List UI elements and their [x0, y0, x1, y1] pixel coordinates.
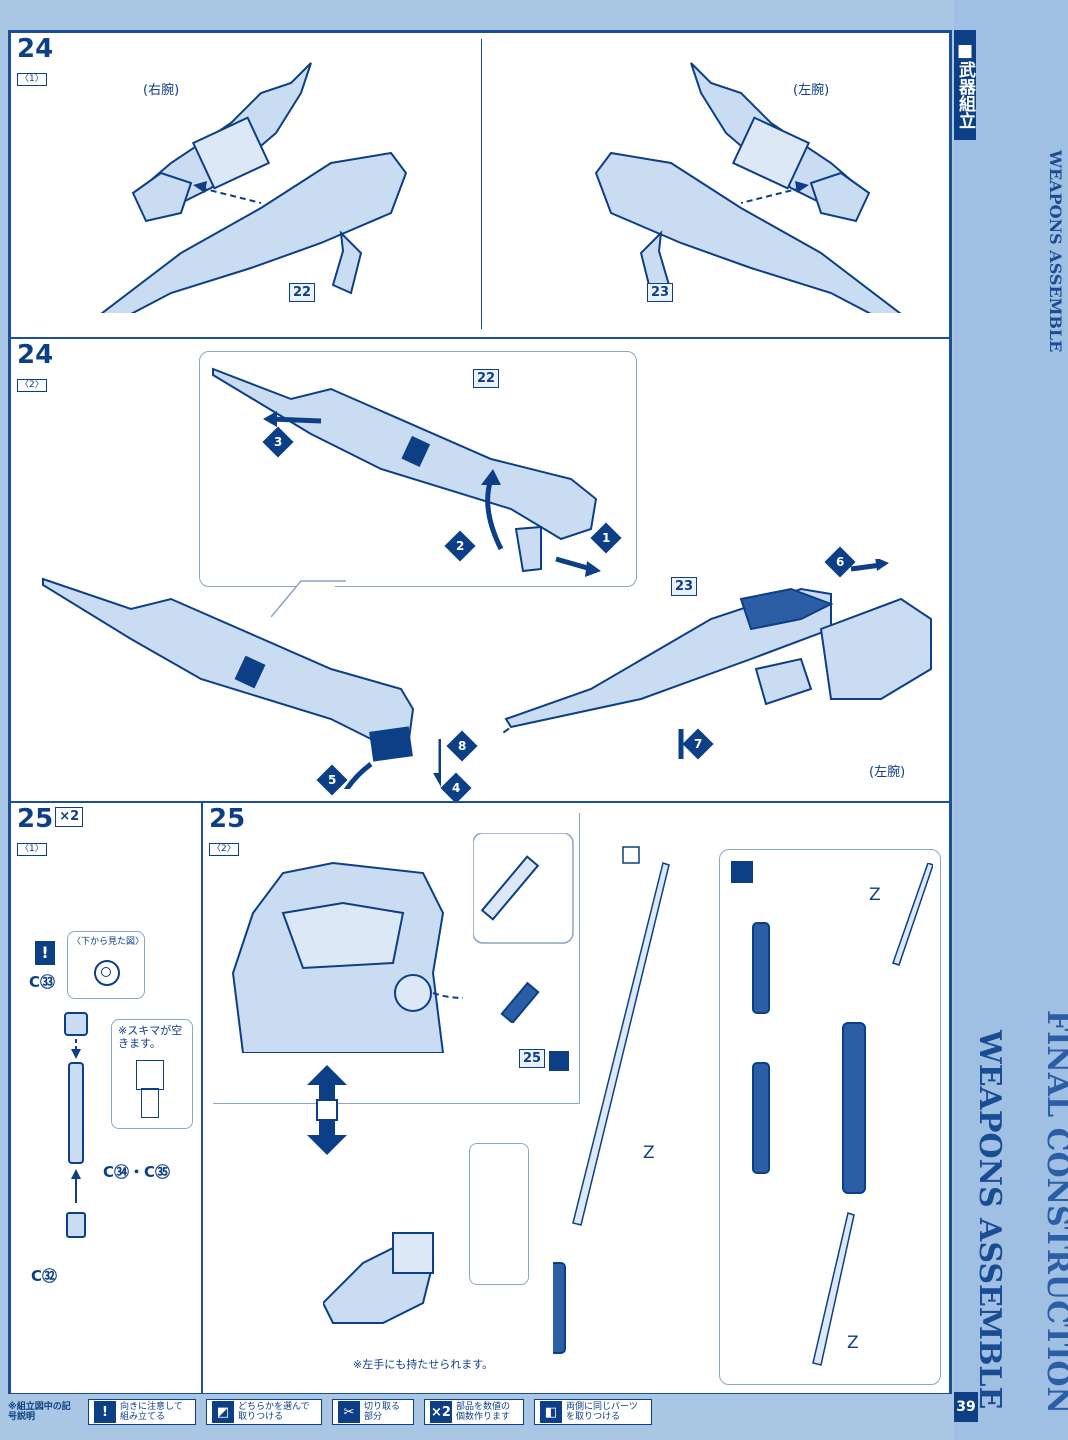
z-label-1: Z: [643, 1143, 655, 1163]
part-22-label: 22: [473, 369, 500, 388]
multiply-icon: ×2: [430, 1401, 452, 1423]
saber-option-illustration: [752, 863, 933, 1366]
callout-pointer: [271, 580, 346, 618]
choose-one-icon: ◩: [212, 1401, 234, 1423]
step-number: 25×2 〈1〉: [17, 806, 84, 856]
ref-25-label: 25: [519, 1049, 546, 1068]
order-8-badge: 8: [446, 730, 478, 762]
section-tab: ■武器組立: [954, 30, 976, 140]
instruction-page: 24 〈1〉 (右腕) (左腕) 22: [8, 30, 952, 1394]
step-number: 24 〈2〉: [17, 340, 54, 392]
saber-option-callout: [719, 849, 941, 1385]
choose-one-icon: [731, 861, 753, 883]
left-hand-note: ※左手にも持たせられます。: [353, 1358, 494, 1371]
weapons-assemble-large: WEAPONS ASSEMBLE: [972, 1030, 1007, 1410]
step-24-1-panel: 24 〈1〉 (右腕) (左腕) 22: [10, 32, 950, 338]
part-23-label: 23: [671, 577, 698, 596]
page-number: 39: [954, 1392, 978, 1422]
rifle-22-detail-illustration: [212, 367, 601, 577]
step-number: 25 〈2〉: [209, 804, 246, 856]
part-c34-c35-label: C㉞・C㉟: [103, 1163, 171, 1181]
part-22-label: 22: [289, 283, 316, 302]
left-arm-label: (左腕): [793, 83, 830, 98]
both-sides-icon: [549, 1051, 569, 1071]
final-construction-title: FINAL CONSTRUCTION: [1040, 1010, 1068, 1414]
caution-icon: !: [35, 941, 55, 965]
legend-item-caution: ! 向きに注意して組み立てる: [88, 1399, 196, 1425]
caution-icon: !: [94, 1401, 116, 1423]
z-label-2: Z: [869, 885, 881, 905]
saber-detail-callout: [469, 1143, 529, 1285]
rifle-23-left-arm-illustration: [501, 559, 932, 759]
left-arm-label: (左腕): [869, 765, 906, 780]
torso-illustration: [231, 861, 463, 1053]
symbol-legend: ※組立図中の記号説明 ! 向きに注意して組み立てる ◩ どちらかを選んで取りつけ…: [8, 1392, 948, 1432]
legend-item-cut: ✂ 切り取る部分: [332, 1399, 414, 1425]
step-number: 24 〈1〉: [17, 34, 54, 86]
both-sides-icon: ◧: [540, 1401, 562, 1423]
divider: [481, 39, 482, 329]
scissors-icon: ✂: [338, 1401, 360, 1423]
part-23-label: 23: [647, 283, 674, 302]
step-25-2-panel: 25 〈2〉 25 Z: [202, 802, 950, 1394]
legend-title: ※組立図中の記号説明: [8, 1402, 71, 1422]
step-25-1-panel: 25×2 〈1〉 ! C㉝ 〈下から見た図〉 ※スキマが空きます。 C㉞・C㉟ …: [10, 802, 202, 1394]
z-label-3: Z: [847, 1333, 859, 1353]
left-arm-rifle-illustration: [594, 62, 902, 313]
part-c33-label: C㉝: [29, 973, 56, 991]
body-attach-frame: [213, 813, 580, 1104]
choose-one-arrow: [307, 1065, 347, 1155]
legend-item-multiply: ×2 部品を数値の個数作ります: [424, 1399, 524, 1425]
right-arm-rifle-illustration: [100, 62, 408, 313]
legend-item-both-sides: ◧ 両側に同じパーツを取りつける: [534, 1399, 652, 1425]
c-parts-illustration: [64, 1012, 88, 1238]
gap-note-callout: ※スキマが空きます。: [111, 1019, 193, 1129]
bottom-view-callout: 〈下から見た図〉: [67, 931, 145, 999]
right-arm-label: (右腕): [143, 83, 180, 98]
beam-saber-hilt-illustration: [473, 833, 574, 1023]
step-24-2-panel: 24 〈2〉 22 1 2 3: [10, 338, 950, 802]
part-c32-label: C㉜: [31, 1267, 58, 1285]
hand-illustration: [323, 1232, 435, 1324]
rifle-22-assembled-illustration: [42, 577, 441, 789]
beam-saber-z-illustration: [553, 846, 670, 1354]
order-4-badge: 4: [440, 772, 472, 801]
weapons-assemble-small: WEAPONS ASSEMBLE: [1046, 150, 1065, 353]
legend-item-choose: ◩ どちらかを選んで取りつける: [206, 1399, 322, 1425]
sidebar: [954, 0, 1068, 1440]
